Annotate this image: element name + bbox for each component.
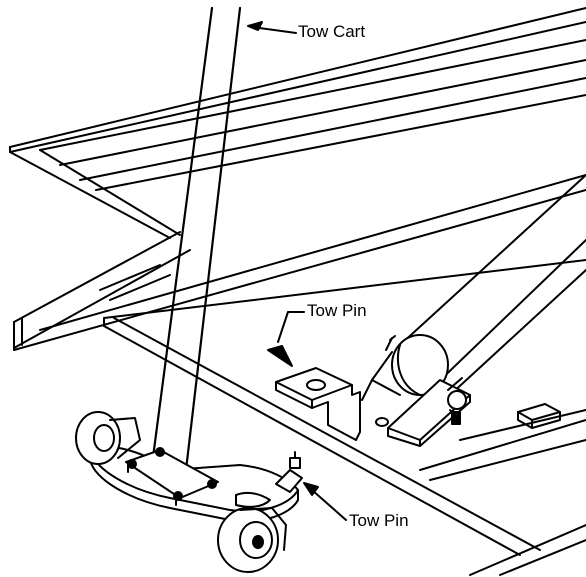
deck-block [517, 403, 561, 429]
tow-pin-bottom-arrowhead [303, 482, 319, 496]
deck-plate [103, 259, 586, 576]
upper-beam [9, 7, 586, 239]
tow-cart-wheels [75, 411, 287, 573]
lower-girder [13, 174, 586, 351]
tow-cart-handle [150, 6, 242, 478]
leader-arrows [247, 21, 347, 521]
tow-pin-label-top: Tow Pin [307, 301, 367, 320]
tow-cart-label: Tow Cart [298, 22, 366, 41]
tow-pin-top-arrowhead [267, 345, 293, 367]
tow-cart-arrowhead [247, 21, 263, 31]
tow-pin-top-leader [277, 311, 305, 343]
tow-pin-label-bottom: Tow Pin [349, 511, 409, 530]
cylinder-bracket [387, 377, 471, 447]
tow-pin-bottom-leader [311, 489, 347, 521]
tow-pin-receiver [275, 367, 389, 441]
tow-cart-base [89, 445, 303, 523]
lift-cylinder [361, 174, 586, 401]
